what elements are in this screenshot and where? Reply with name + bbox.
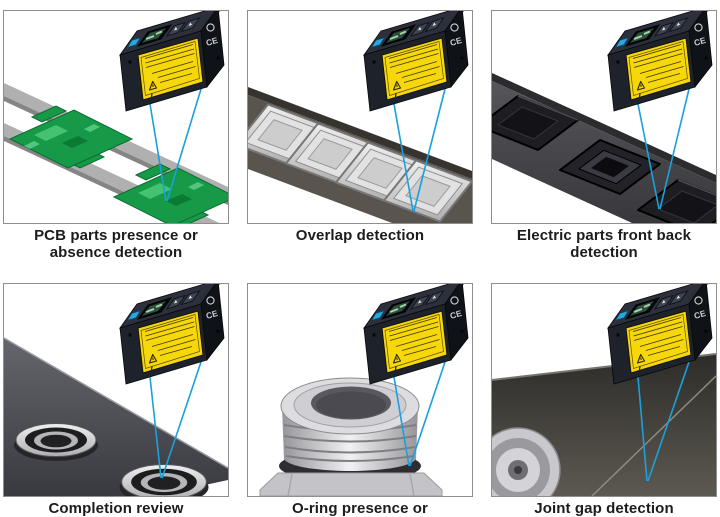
laser-beams: [637, 361, 690, 482]
application-card-o-ring: O-ring presence or: [247, 283, 473, 517]
joint-seam: [591, 375, 716, 496]
application-image-joint-gap: [491, 283, 717, 497]
application-caption-pcb: PCB parts presence or absence detection: [34, 227, 198, 261]
application-card-completion: Completion review: [3, 283, 229, 517]
application-card-joint-gap: Joint gap detection: [491, 283, 717, 517]
application-image-o-ring: [247, 283, 473, 497]
application-image-pcb: [3, 10, 229, 224]
application-caption-o-ring: O-ring presence or: [291, 500, 428, 517]
laser-beams: [149, 361, 202, 479]
laser-beams: [393, 88, 446, 212]
laser-beams: [637, 88, 690, 210]
application-caption-overlap: Overlap detection: [295, 227, 425, 244]
threaded-fitting: [259, 377, 443, 496]
pcb-board: [112, 163, 228, 223]
application-caption-completion: Completion review: [48, 500, 184, 517]
hex-base: [259, 472, 443, 496]
roller-end: [492, 427, 561, 496]
application-image-electric-parts: [491, 10, 717, 224]
application-image-overlap: [247, 10, 473, 224]
application-caption-joint-gap: Joint gap detection: [534, 500, 674, 517]
application-card-pcb: PCB parts presence or absence detection: [3, 10, 229, 261]
pcb-boards: [8, 105, 228, 223]
application-caption-electric-parts: Electric parts front back detection: [516, 227, 692, 261]
laser-beams: [393, 361, 446, 467]
application-image-completion: [3, 283, 229, 497]
application-card-overlap: Overlap detection: [247, 10, 473, 244]
pcb-board: [8, 105, 134, 169]
laser-beams: [149, 88, 202, 202]
application-card-electric-parts: Electric parts front back detection: [491, 10, 717, 261]
